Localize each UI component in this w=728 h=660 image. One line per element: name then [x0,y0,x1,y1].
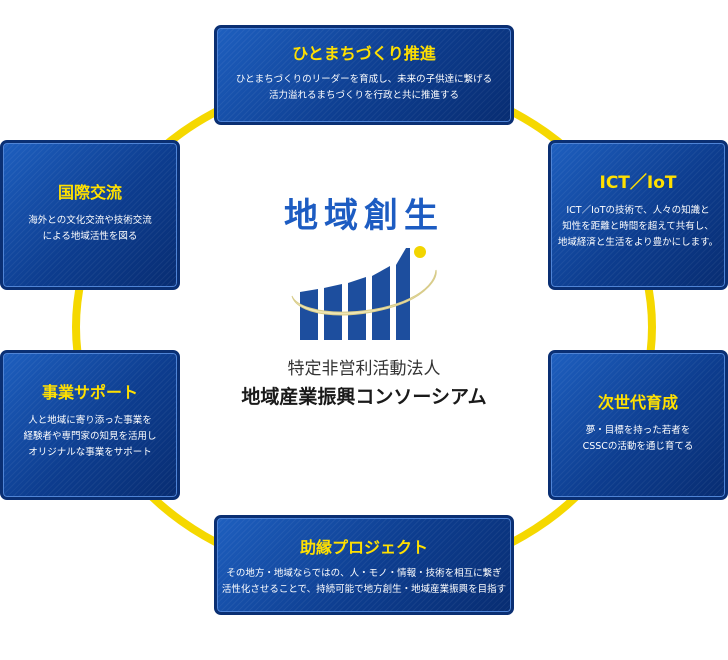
card-international-exchange: 国際交流 海外との文化交流や技術交流 による地域活性を図る [0,140,180,290]
card-title: ICT／IoT [599,173,677,193]
card-next-generation: 次世代育成 夢・目標を持った若者を CSSCの活動を通じ育てる [548,350,728,500]
org-type-label: 特定非営利活動法人 [287,359,441,379]
card-business-support: 事業サポート 人と地域に寄り添った事業を 経験者や専門家の知見を活用し オリジナ… [0,350,180,500]
card-description: 夢・目標を持った若者を CSSCの活動を通じ育てる [582,425,694,452]
org-name: 地域産業振興コンソーシアム [241,386,487,408]
card-description: ICT／IoTの技術で、人々の知識と 知性を距離と時間を超えて共有し、 地域経済… [557,205,719,248]
card-title: ひとまちづくり推進 [292,44,436,63]
card-community-development: ひとまちづくり推進 ひとまちづくりのリーダーを育成し、未来の子供達に繋げる 活力… [214,25,514,125]
card-description: その地方・地域ならではの、人・モノ・情報・技術を相互に繋ぎ 活性化させることで、… [221,568,507,595]
card-title: 国際交流 [57,183,122,202]
card-title: 助縁プロジェクト [299,538,428,557]
card-description: 人と地域に寄り添った事業を 経験者や専門家の知見を活用し オリジナルな事業をサポ… [23,415,157,458]
card-title: 次世代育成 [597,393,678,412]
logo-icon [291,246,437,340]
card-description: ひとまちづくりのリーダーを育成し、未来の子供達に繋げる 活力溢れるまちづくりを行… [235,74,493,101]
headline: 地域創生 [284,196,444,236]
card-title: 事業サポート [41,383,138,402]
card-joen-project: 助縁プロジェクト その地方・地域ならではの、人・モノ・情報・技術を相互に繋ぎ 活… [214,515,514,615]
card-description: 海外との文化交流や技術交流 による地域活性を図る [28,215,152,242]
card-ict-iot: ICT／IoT ICT／IoTの技術で、人々の知識と 知性を距離と時間を超えて共… [548,140,728,290]
